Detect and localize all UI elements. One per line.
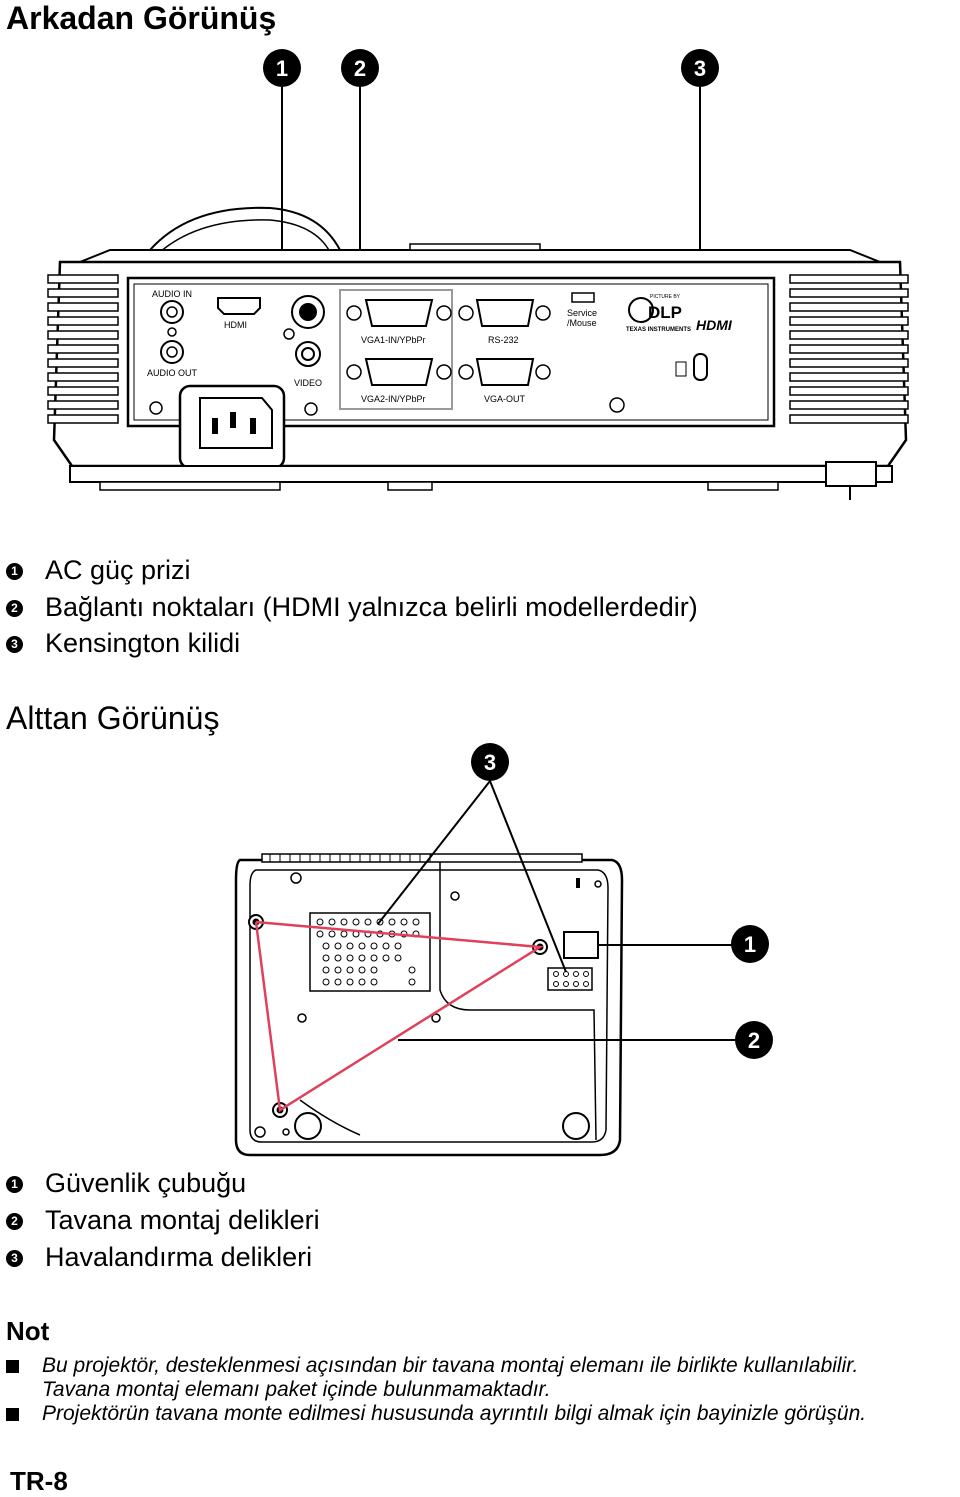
note-item-1: Bu projektör, desteklenmesi açısından bi…	[42, 1354, 859, 1377]
vga2-port	[346, 358, 452, 386]
label-dlp: DLP	[648, 303, 682, 322]
rear-callout-3-label: 3	[694, 56, 706, 81]
bottom-callout-3: 3	[471, 743, 509, 781]
bottom-view-title: Alttan Görünüş	[6, 700, 220, 736]
rear-callout-2: 2	[341, 49, 379, 87]
bottom-callout-1: 1	[731, 925, 769, 963]
legend-bullet: 2	[6, 1212, 23, 1230]
rear-callout-1-label: 1	[276, 56, 288, 81]
bottom-callout-3-label: 3	[484, 750, 496, 775]
legend-bullet: 1	[6, 1175, 23, 1193]
label-audio-out: AUDIO OUT	[147, 368, 198, 378]
rear-legend-item-1: 1 AC güç prizi	[6, 554, 191, 586]
rear-callout-2-label: 2	[354, 56, 366, 81]
label-audio-in: AUDIO IN	[152, 289, 192, 299]
legend-bullet: 3	[6, 1249, 23, 1267]
label-vga-out: VGA-OUT	[484, 394, 526, 404]
bottom-legend-item-1: 1 Güvenlik çubuğu	[6, 1167, 246, 1199]
label-hdmi-port: HDMI	[224, 320, 247, 330]
label-vga1: VGA1-IN/YPbPr	[361, 335, 426, 345]
bottom-callout-1-label: 1	[744, 932, 756, 957]
note-title: Not	[6, 1316, 50, 1346]
legend-text: Güvenlik çubuğu	[45, 1167, 247, 1198]
legend-bullet: 3	[6, 635, 23, 653]
note-bullet-icon	[6, 1408, 19, 1421]
legend-text: Bağlantı noktaları (HDMI yalnızca belirl…	[45, 591, 698, 622]
legend-text: Kensington kilidi	[45, 627, 241, 658]
label-mouse: /Mouse	[567, 318, 597, 328]
mount-hole-triangle	[254, 920, 544, 1113]
rear-view-title: Arkadan Görünüş	[6, 0, 277, 36]
rear-view-diagram: 1 2 3 AUDIO IN AUDIO OU	[47, 49, 909, 500]
label-texas: TEXAS INSTRUMENTS	[626, 327, 691, 333]
note-item-2: Tavana montaj elemanı paket içinde bulun…	[42, 1378, 551, 1401]
bottom-view-diagram: 3 1 2	[234, 743, 773, 1157]
note-bullet-icon	[6, 1360, 19, 1373]
legend-text: Havalandırma delikleri	[45, 1241, 313, 1272]
label-video: VIDEO	[294, 378, 322, 388]
label-picture-by: PICTURE BY	[650, 294, 681, 300]
bottom-callout-2-label: 2	[748, 1028, 760, 1053]
legend-bullet: 2	[6, 599, 23, 617]
rear-legend-item-3: 3 Kensington kilidi	[6, 627, 240, 659]
note-item-3: Projektörün tavana monte edilmesi hususu…	[42, 1402, 867, 1425]
vga1-port	[346, 299, 452, 327]
rear-callout-1: 1	[263, 49, 301, 87]
legend-text: Tavana montaj delikleri	[45, 1204, 320, 1235]
bottom-legend-item-2: 2 Tavana montaj delikleri	[6, 1204, 320, 1236]
rear-legend-item-2: 2 Bağlantı noktaları (HDMI yalnızca beli…	[6, 591, 698, 623]
page-number: TR-8	[10, 1466, 68, 1496]
bottom-callout-2: 2	[735, 1021, 773, 1059]
legend-bullet: 1	[6, 562, 23, 580]
rear-callout-3: 3	[681, 49, 719, 87]
legend-text: AC güç prizi	[45, 554, 191, 585]
label-service: Service	[567, 308, 597, 318]
bottom-legend-item-3: 3 Havalandırma delikleri	[6, 1241, 312, 1273]
label-hdmi-logo: HDMI	[696, 317, 733, 333]
label-vga2: VGA2-IN/YPbPr	[361, 394, 426, 404]
label-rs232: RS-232	[488, 335, 519, 345]
